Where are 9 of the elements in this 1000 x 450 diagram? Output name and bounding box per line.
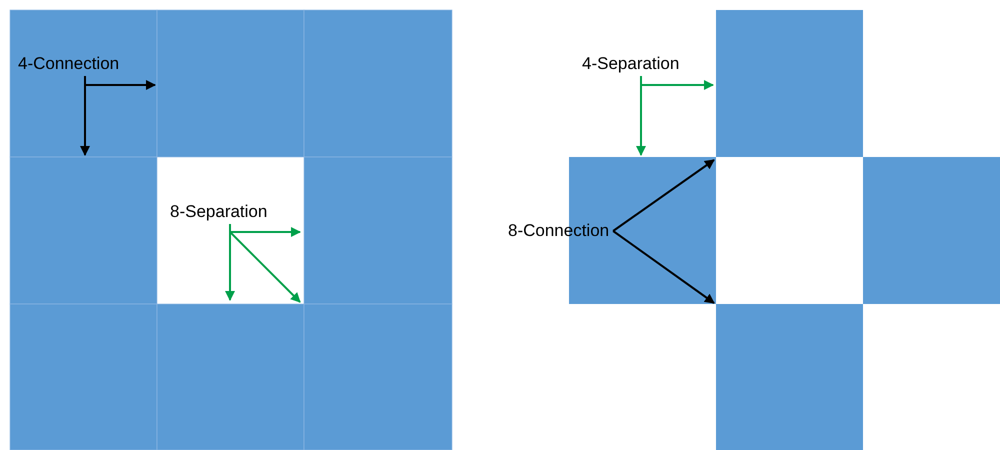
arrow	[636, 76, 646, 156]
arrow	[229, 224, 301, 237]
arrow	[612, 230, 715, 304]
arrow	[229, 224, 301, 303]
arrow	[612, 159, 715, 232]
connectivity-label: 4-Connection	[18, 54, 120, 74]
arrow	[80, 76, 90, 156]
connectivity-label: 4-Separation	[582, 54, 680, 74]
connectivity-label: 8-Separation	[170, 202, 268, 222]
